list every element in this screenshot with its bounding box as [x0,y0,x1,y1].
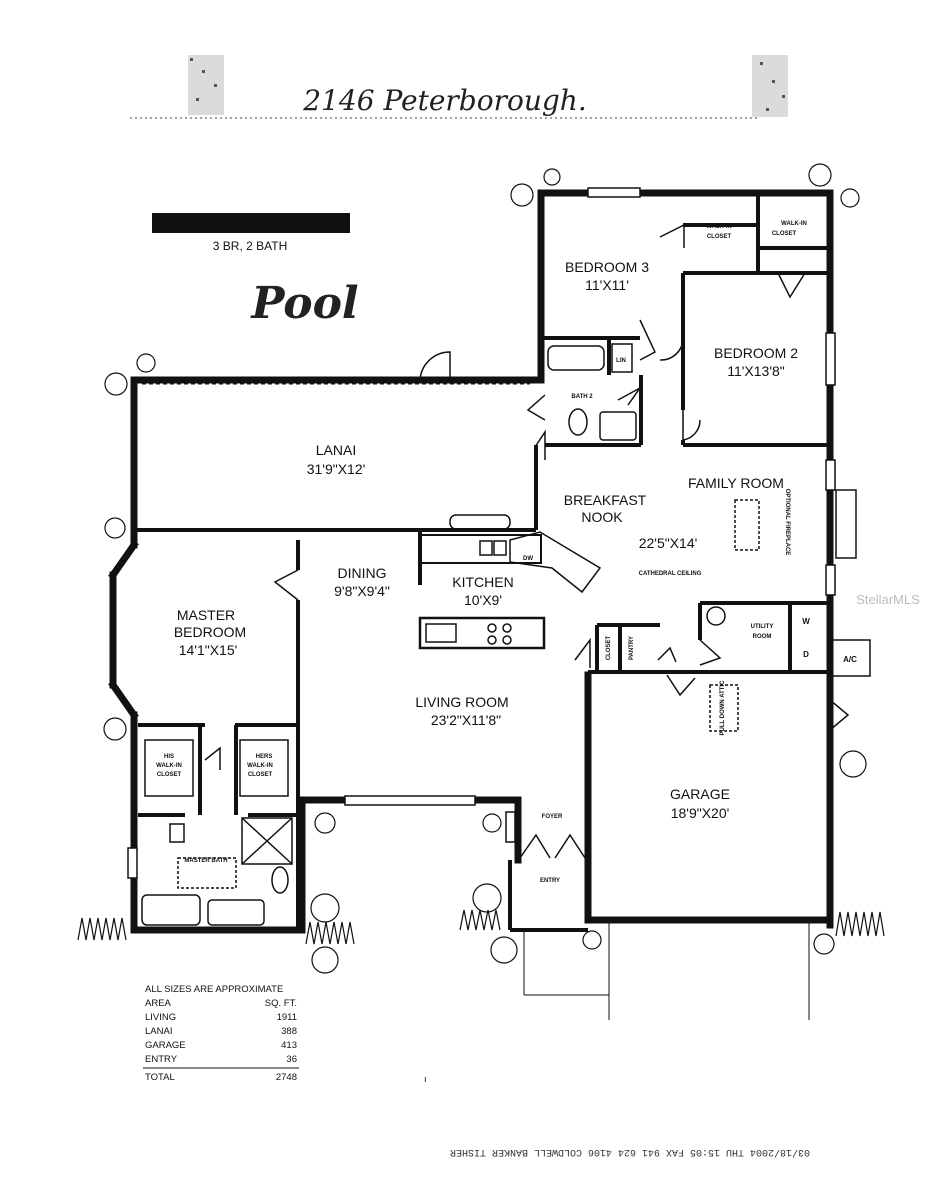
walkin-closet-1-line1: WALK-IN [706,224,732,230]
redacted-title [152,213,350,233]
bedroom3-dims: 11'X11' [585,277,629,293]
page-mark: ı [424,1074,427,1085]
pull-down-attic-label: PULL DOWN ATTIC [720,680,726,736]
family-room-dims: 22'5"X14' [639,535,698,551]
area-table-total-label: TOTAL [145,1072,175,1083]
breakfast-nook-line2: NOOK [581,509,623,525]
area-table-total-value: 2748 [276,1072,297,1083]
master-bath-label: MASTER BATH [184,858,227,864]
area-table-caption: ALL SIZES ARE APPROXIMATE [145,984,283,995]
fax-footer-text: 03/18/2004 THU 15:05 FAX 941 624 4106 CO… [450,1146,810,1158]
master-bedroom-dims: 14'1"X15' [179,642,238,658]
cathedral-ceiling-label: CATHEDRAL CEILING [639,571,702,577]
plan-subtitle: 3 BR, 2 BATH [213,239,287,253]
hers-closet-line2: WALK-IN [247,763,273,769]
kitchen-dims: 10'X9' [464,592,502,608]
bedroom2-label: BEDROOM 2 [714,345,798,361]
entry-label: ENTRY [540,878,560,884]
closet-label: CLOSET [606,636,612,661]
master-bedroom-line2: BEDROOM [174,624,246,640]
area-table-header-label: AREA [145,998,172,1009]
fixtures [141,343,871,926]
driveway [523,920,810,1020]
area-table-row-label: GARAGE [145,1040,186,1051]
watermark: StellarMLS [856,592,920,607]
hers-closet-line1: HERS [256,754,273,760]
his-closet-line1: HIS [164,754,174,760]
lanai-dims: 31'9"X12' [307,461,366,477]
walkin-closet-1-line2: CLOSET [707,234,732,240]
area-table-row-value: 36 [286,1054,297,1065]
dishwasher-label: DW [523,556,533,562]
dryer-label: D [803,650,809,659]
kitchen-label: KITCHEN [452,574,513,590]
windows [127,187,836,879]
walkin-closet-2-line1: WALK-IN [781,221,807,227]
exterior-walls [108,189,834,934]
lanai-label: LANAI [316,442,356,458]
bedroom2-dims: 11'X13'8" [727,363,785,379]
area-table-row-label: LIVING [145,1012,176,1023]
fax-footer: 03/18/2004 THU 15:05 FAX 941 624 4106 CO… [450,1146,810,1158]
fax-noise [188,55,788,117]
dining-dims: 9'8"X9'4" [334,583,390,599]
garage-label: GARAGE [670,786,730,802]
bedroom3-label: BEDROOM 3 [565,259,649,275]
his-closet-line2: WALK-IN [156,763,182,769]
family-room-label: FAMILY ROOM [688,475,784,491]
utility-room-line1: UTILITY [751,624,774,630]
area-table: ALL SIZES ARE APPROXIMATE AREA SQ. FT. L… [143,984,299,1083]
optional-fireplace-label: OPTIONAL FIREPLACE [784,489,790,556]
washer-label: W [802,617,810,626]
master-bedroom-line1: MASTER [177,607,235,623]
area-table-row-label: LANAI [145,1026,172,1037]
area-table-row-value: 413 [281,1040,297,1051]
area-table-row-value: 388 [281,1026,297,1037]
interior-walls [134,193,830,932]
area-table-row-value: 1911 [277,1012,297,1023]
pantry-label: PANTRY [629,636,635,660]
walkin-closet-2-line2: CLOSET [772,231,797,237]
living-room-label: LIVING ROOM [415,694,508,710]
ac-label: A/C [843,655,857,664]
dining-label: DINING [338,565,387,581]
landscaping [77,163,885,974]
breakfast-nook-line1: BREAKFAST [564,492,647,508]
handwritten-address: 2146 Peterborough. [302,84,586,117]
hers-closet-line3: CLOSET [248,772,273,778]
foyer-label: FOYER [542,814,563,820]
area-table-row-label: ENTRY [145,1054,178,1065]
handwritten-pool-note: Pool [249,278,358,329]
door-swings [204,223,850,859]
linen-label: LIN [616,358,626,364]
his-closet-line3: CLOSET [157,772,182,778]
garage-dims: 18'9"X20' [671,805,730,821]
utility-room-line2: ROOM [753,634,772,640]
area-table-header-value: SQ. FT. [265,998,297,1009]
living-room-dims: 23'2"X11'8" [431,712,501,728]
bath2-label: BATH 2 [571,394,593,400]
